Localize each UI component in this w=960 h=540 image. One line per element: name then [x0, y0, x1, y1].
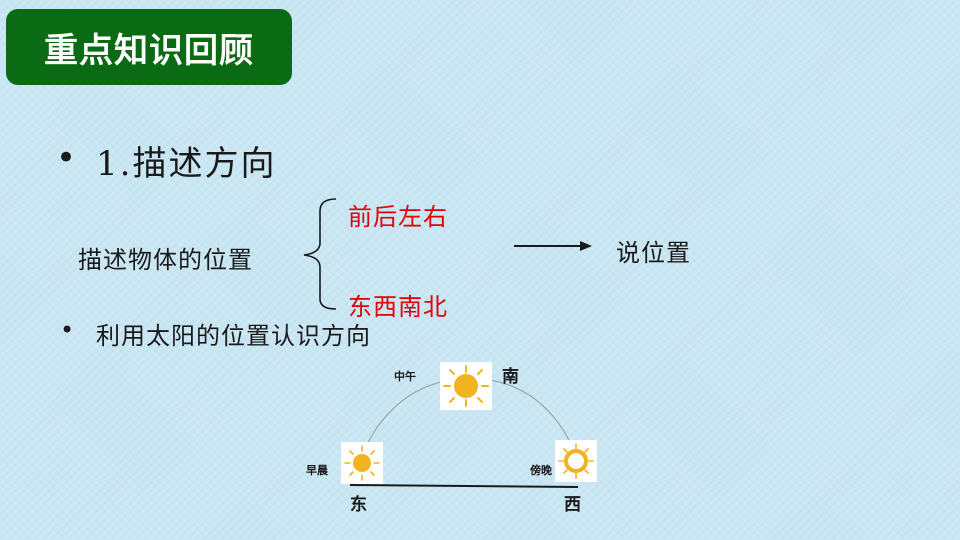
sun-direction-heading: 利用太阳的位置认识方向	[96, 322, 371, 350]
bullet-dot: •	[56, 138, 77, 178]
sun-morning-icon	[341, 442, 383, 484]
evening-label: 傍晚	[530, 463, 552, 477]
east-label: 东	[350, 494, 367, 515]
bullet-dot: •	[60, 316, 75, 344]
sun-noon-icon	[440, 362, 492, 410]
sun-position-diagram: 中午 南 早晨 傍晚 东 西	[306, 362, 597, 515]
west-label: 西	[564, 495, 581, 515]
south-label: 南	[502, 366, 519, 387]
page-title: 重点知识回顾	[6, 9, 292, 85]
brace-icon	[303, 198, 337, 310]
noon-label: 中午	[394, 369, 416, 383]
ground-line	[349, 484, 579, 488]
option-relative-directions: 前后左右	[348, 203, 448, 231]
describe-position-label: 描述物体的位置	[78, 246, 253, 274]
sun-evening-icon	[555, 440, 597, 482]
arrow-right-icon	[514, 241, 592, 251]
result-text: 说位置	[616, 239, 691, 267]
section-heading: 1.描述方向	[96, 144, 277, 184]
option-cardinal-directions: 东西南北	[348, 293, 448, 321]
morning-label: 早晨	[306, 464, 329, 477]
